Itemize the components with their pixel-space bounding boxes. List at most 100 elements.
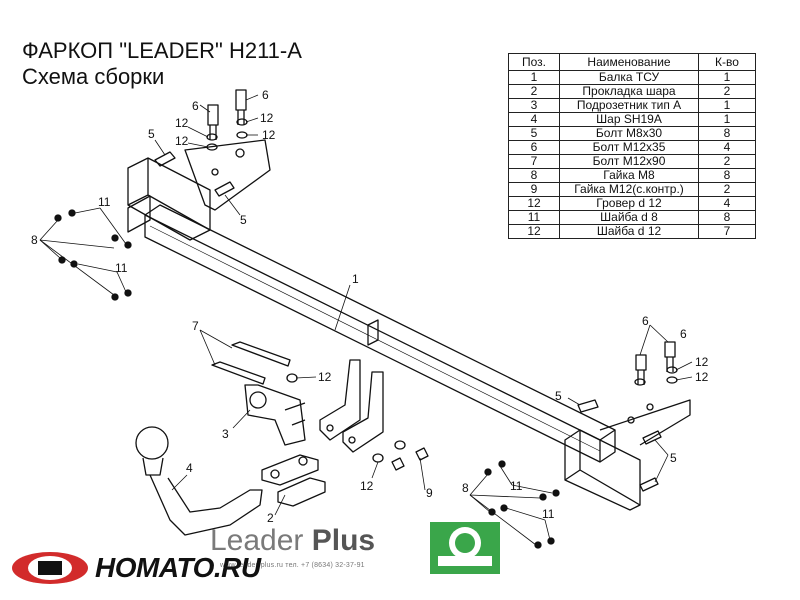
callout-12-e: 12 — [318, 370, 332, 384]
callout-2: 2 — [267, 511, 274, 525]
table-cell: Подрозетник тип А — [559, 98, 699, 113]
bolts — [154, 89, 676, 492]
brand-bold-text: Plus — [311, 524, 376, 557]
table-cell: 6 — [508, 140, 560, 155]
callout-6-c: 6 — [642, 314, 649, 328]
callout-6-d: 6 — [680, 327, 687, 341]
table-cell: Гайка М12(с.контр.) — [559, 182, 699, 197]
page-subtitle: Схема сборки — [22, 64, 165, 89]
column-header: Наименование — [559, 53, 699, 71]
table-cell: 4 — [508, 112, 560, 127]
table-cell: Гровер d 12 — [559, 196, 699, 211]
brand-light-text: Leader — [210, 524, 304, 557]
table-cell: 8 — [508, 168, 560, 183]
column-header: Поз. — [508, 53, 560, 71]
callout-11-d: 11 — [542, 507, 555, 521]
callout-1: 1 — [352, 272, 359, 286]
table-cell: 2 — [508, 84, 560, 99]
table-cell: Шайба d 8 — [559, 210, 699, 225]
callout-11-c: 11 — [510, 479, 523, 493]
callout-5-b: 5 — [240, 213, 247, 227]
callout-11-b: 11 — [115, 261, 128, 275]
table-cell: 1 — [508, 70, 560, 85]
contacts-line: www.leader-plus.ru тел. +7 (8634) 32-37-… — [220, 562, 365, 569]
callout-12-d: 12 — [262, 128, 276, 142]
page-title: ФАРКОП "LEADER" H211-A — [22, 38, 302, 63]
callout-8-b: 8 — [462, 481, 469, 495]
callout-12-h: 12 — [695, 370, 709, 384]
table-cell: 1 — [698, 112, 756, 127]
callout-11-a: 11 — [98, 195, 111, 209]
table-cell: 11 — [508, 210, 560, 225]
table-cell: 12 — [508, 224, 560, 239]
homato-logo-icon — [12, 552, 88, 584]
tow-bar-beam — [144, 204, 616, 463]
leader-plus-logo-icon — [430, 522, 500, 574]
leader-lines — [39, 94, 693, 546]
callout-5-d: 5 — [670, 451, 677, 465]
table-cell: Болт М8х30 — [559, 126, 699, 141]
callout-6-b: 6 — [262, 88, 269, 102]
left-nuts — [54, 209, 132, 301]
table-cell: 9 — [508, 182, 560, 197]
table-cell: 8 — [698, 168, 756, 183]
table-cell: Гайка М8 — [559, 168, 699, 183]
table-cell: 2 — [698, 84, 756, 99]
table-cell: 7 — [698, 224, 756, 239]
callout-7: 7 — [192, 319, 199, 333]
table-cell: 1 — [698, 70, 756, 85]
table-cell: 7 — [508, 154, 560, 169]
table-cell: 4 — [698, 196, 756, 211]
callout-5-c: 5 — [555, 389, 562, 403]
site-name: HOMATO.RU — [95, 552, 261, 583]
table-cell: Шайба d 12 — [559, 224, 699, 239]
table-cell: 4 — [698, 140, 756, 155]
callout-9: 9 — [426, 486, 433, 500]
table-cell: 2 — [698, 182, 756, 197]
table-cell: Шар SH19A — [559, 112, 699, 127]
callout-12-a: 12 — [175, 116, 189, 130]
table-cell: 3 — [508, 98, 560, 113]
table-cell: Болт М12х35 — [559, 140, 699, 155]
table-cell: 8 — [698, 210, 756, 225]
left-bracket — [127, 139, 271, 241]
table-cell: 2 — [698, 154, 756, 169]
mounting-plates — [319, 319, 384, 453]
callout-8-a: 8 — [31, 233, 38, 247]
socket-bracket — [244, 384, 306, 446]
table-cell: 1 — [698, 98, 756, 113]
tow-ball — [135, 426, 263, 536]
callout-5-a: 5 — [148, 127, 155, 141]
callout-12-f: 12 — [360, 479, 374, 493]
table-cell: Болт М12х90 — [559, 154, 699, 169]
table-header-row: Поз. Наименование К-во — [508, 53, 756, 71]
table-cell: 12 — [508, 196, 560, 211]
right-bracket — [564, 399, 691, 511]
callout-4: 4 — [186, 461, 193, 475]
column-header: К-во — [698, 53, 756, 71]
callout-12-g: 12 — [695, 355, 709, 369]
callout-3: 3 — [222, 427, 229, 441]
right-nuts — [484, 460, 560, 549]
callout-6-a: 6 — [192, 99, 199, 113]
callout-12-b: 12 — [260, 111, 274, 125]
leader-plus-brand: Leader Plus — [210, 524, 375, 558]
ball-spacers — [261, 454, 326, 507]
table-cell: Балка ТСУ — [559, 70, 699, 85]
table-cell: Прокладка шара — [559, 84, 699, 99]
table-cell: 5 — [508, 126, 560, 141]
